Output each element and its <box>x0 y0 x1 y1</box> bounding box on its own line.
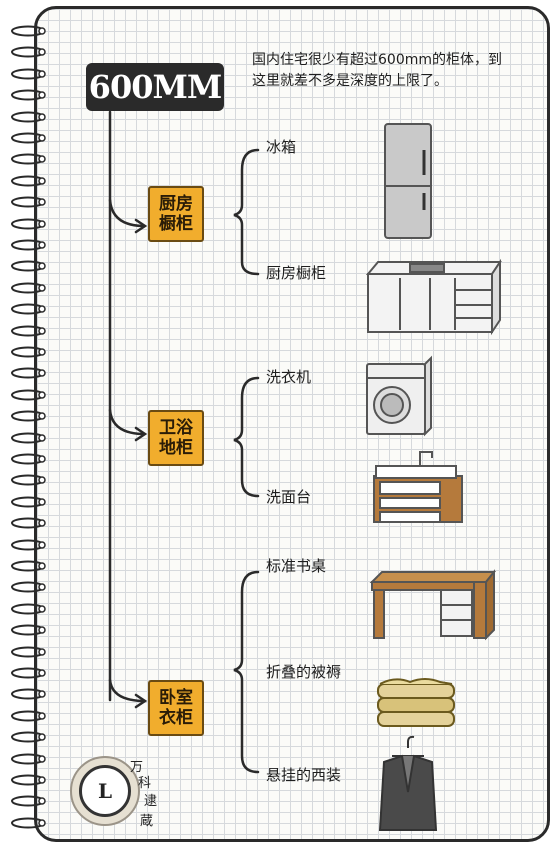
spiral-ring <box>10 172 50 187</box>
item-label: 冰箱 <box>266 138 297 156</box>
arrow-bath <box>108 408 144 436</box>
spiral-ring <box>10 257 50 272</box>
item-label: 洗衣机 <box>266 368 312 386</box>
spiral-ring <box>10 86 50 101</box>
spiral-ring <box>10 728 50 743</box>
watermark-char: 蔵 <box>140 814 154 829</box>
watermark-char: 科 <box>138 776 152 791</box>
washbasin-cabinet-icon <box>373 451 463 523</box>
spiral-ring <box>10 193 50 208</box>
spiral-ring <box>10 43 50 58</box>
brace-bath <box>233 376 260 498</box>
spiral-ring <box>10 364 50 379</box>
item-label: 厨房橱柜 <box>266 264 327 282</box>
category-box: 卫浴 地柜 <box>148 410 204 466</box>
spiral-ring <box>10 557 50 572</box>
arrow-head-kitchen <box>134 218 148 234</box>
suit-on-hanger-icon <box>378 735 438 831</box>
folded-quilt-icon <box>377 678 455 727</box>
refrigerator-icon <box>384 123 432 239</box>
spiral-ring <box>10 514 50 529</box>
spiral-ring <box>10 771 50 786</box>
spiral-ring <box>10 643 50 658</box>
category-box: 厨房 橱柜 <box>148 186 204 242</box>
spiral-ring <box>10 322 50 337</box>
spiral-ring <box>10 343 50 358</box>
spiral-ring <box>10 150 50 165</box>
spiral-ring <box>10 664 50 679</box>
kitchen-cabinet-icon <box>365 258 502 336</box>
spiral-ring <box>10 707 50 722</box>
spiral-ring <box>10 429 50 444</box>
arrow-head-bedroom <box>134 693 148 709</box>
arrow-kitchen <box>108 198 144 228</box>
watermark-char: 万 <box>130 760 144 775</box>
spiral-ring <box>10 600 50 615</box>
watermark-char: 逮 <box>144 794 158 809</box>
spiral-ring <box>10 450 50 465</box>
spiral-ring <box>10 493 50 508</box>
category-box: 卧室 衣柜 <box>148 680 204 736</box>
brace-kitchen <box>233 148 260 276</box>
arrow-head-bath <box>134 426 148 442</box>
spiral-ring <box>10 814 50 829</box>
spiral-ring <box>10 471 50 486</box>
spiral-ring <box>10 236 50 251</box>
arrow-bedroom <box>108 678 144 703</box>
spiral-ring <box>10 108 50 123</box>
item-label: 标准书桌 <box>266 557 327 575</box>
watermark-badge: L <box>70 756 140 826</box>
desk-icon <box>369 569 497 641</box>
spiral-ring <box>10 300 50 315</box>
watermark-letter: L <box>79 765 131 817</box>
spiral-ring <box>10 685 50 700</box>
spiral-ring <box>10 536 50 551</box>
spiral-ring <box>10 65 50 80</box>
spiral-ring <box>10 279 50 294</box>
spiral-ring <box>10 407 50 422</box>
brace-bedroom <box>233 570 260 774</box>
spiral-ring <box>10 792 50 807</box>
item-label: 悬挂的西装 <box>266 766 342 784</box>
spiral-ring <box>10 22 50 37</box>
note-text: 国内住宅很少有超过600mm的柜体，到这里就差不多是深度的上限了。 <box>252 52 502 89</box>
spiral-ring <box>10 215 50 230</box>
spiral-ring <box>10 386 50 401</box>
washing-machine-icon <box>366 355 432 437</box>
spiral-ring <box>10 621 50 636</box>
item-label: 洗面台 <box>266 488 312 506</box>
title-label: 600MM <box>86 63 224 111</box>
spiral-ring <box>10 578 50 593</box>
spiral-ring <box>10 129 50 144</box>
spiral-ring <box>10 750 50 765</box>
grid-paper <box>34 6 550 842</box>
item-label: 折叠的被褥 <box>266 663 342 681</box>
